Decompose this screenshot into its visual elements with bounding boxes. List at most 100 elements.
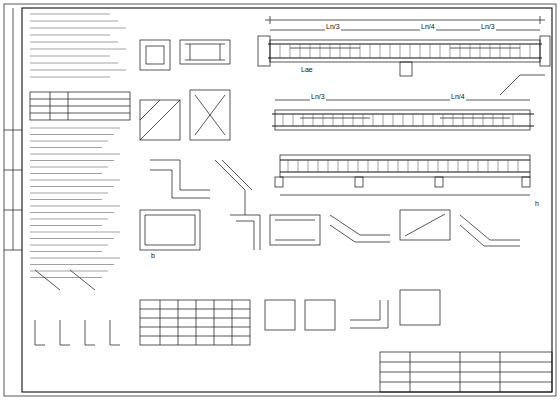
note-stroke bbox=[520, 44, 521, 58]
dimension-label: h bbox=[534, 200, 540, 208]
note-stroke bbox=[450, 44, 451, 58]
note-stroke bbox=[340, 44, 341, 58]
dimension-label: Ln/4 bbox=[420, 23, 436, 31]
note-stroke bbox=[408, 160, 409, 172]
note-stroke bbox=[440, 44, 441, 58]
note-stroke bbox=[400, 44, 401, 58]
note-stroke bbox=[338, 160, 339, 172]
dimension-label: Lae bbox=[300, 66, 314, 74]
note-stroke bbox=[508, 160, 509, 172]
note-stroke bbox=[30, 245, 108, 246]
note-stroke bbox=[328, 160, 329, 172]
note-stroke bbox=[478, 160, 479, 172]
note-stroke bbox=[30, 232, 120, 233]
note-stroke bbox=[30, 35, 110, 36]
note-stroke bbox=[463, 114, 464, 126]
note-stroke bbox=[318, 160, 319, 172]
note-stroke bbox=[530, 44, 531, 58]
note-stroke bbox=[30, 134, 114, 135]
note-stroke bbox=[30, 42, 118, 43]
note-stroke bbox=[488, 160, 489, 172]
note-stroke bbox=[368, 160, 369, 172]
note-stroke bbox=[30, 63, 118, 64]
note-stroke bbox=[308, 160, 309, 172]
dimension-label: Ln/3 bbox=[480, 23, 496, 31]
note-stroke bbox=[30, 277, 102, 278]
note-stroke bbox=[30, 56, 110, 57]
note-stroke bbox=[350, 44, 351, 58]
note-stroke bbox=[360, 44, 361, 58]
note-stroke bbox=[30, 154, 120, 155]
note-stroke bbox=[288, 160, 289, 172]
note-stroke bbox=[30, 186, 114, 187]
note-stroke bbox=[390, 44, 391, 58]
dimension-label: b bbox=[150, 252, 156, 260]
note-stroke bbox=[30, 28, 126, 29]
note-stroke bbox=[483, 114, 484, 126]
note-stroke bbox=[370, 44, 371, 58]
note-stroke bbox=[313, 114, 314, 126]
note-stroke bbox=[500, 44, 501, 58]
note-stroke bbox=[513, 114, 514, 126]
note-stroke bbox=[30, 14, 110, 15]
note-stroke bbox=[470, 44, 471, 58]
dimension-label: Ln/3 bbox=[325, 23, 341, 31]
note-stroke bbox=[30, 160, 114, 161]
note-stroke bbox=[413, 114, 414, 126]
note-stroke bbox=[30, 258, 120, 259]
note-stroke bbox=[503, 114, 504, 126]
note-stroke bbox=[493, 114, 494, 126]
note-stroke bbox=[30, 147, 102, 148]
note-stroke bbox=[403, 114, 404, 126]
note-stroke bbox=[420, 44, 421, 58]
note-stroke bbox=[358, 160, 359, 172]
note-stroke bbox=[393, 114, 394, 126]
note-stroke bbox=[30, 251, 102, 252]
note-stroke bbox=[320, 44, 321, 58]
note-stroke bbox=[423, 114, 424, 126]
note-stroke bbox=[30, 21, 118, 22]
note-stroke bbox=[293, 114, 294, 126]
note-stroke bbox=[283, 114, 284, 126]
note-stroke bbox=[410, 44, 411, 58]
note-stroke bbox=[30, 271, 108, 272]
note-stroke bbox=[378, 160, 379, 172]
note-stroke bbox=[30, 180, 120, 181]
note-stroke bbox=[518, 160, 519, 172]
note-stroke bbox=[343, 114, 344, 126]
note-stroke bbox=[300, 44, 301, 58]
note-stroke bbox=[30, 173, 102, 174]
note-stroke bbox=[30, 128, 120, 129]
note-stroke bbox=[380, 44, 381, 58]
note-stroke bbox=[330, 44, 331, 58]
note-stroke bbox=[448, 160, 449, 172]
note-stroke bbox=[30, 206, 120, 207]
note-stroke bbox=[438, 160, 439, 172]
note-stroke bbox=[30, 49, 126, 50]
note-stroke bbox=[30, 70, 126, 71]
note-stroke bbox=[498, 160, 499, 172]
note-stroke bbox=[348, 160, 349, 172]
note-stroke bbox=[490, 44, 491, 58]
note-stroke bbox=[310, 44, 311, 58]
note-stroke bbox=[428, 160, 429, 172]
note-stroke bbox=[473, 114, 474, 126]
note-stroke bbox=[30, 193, 108, 194]
note-stroke bbox=[303, 114, 304, 126]
note-stroke bbox=[30, 225, 102, 226]
note-stroke bbox=[433, 114, 434, 126]
dimension-label: Ln/4 bbox=[450, 93, 466, 101]
note-stroke bbox=[30, 212, 114, 213]
note-stroke bbox=[363, 114, 364, 126]
note-stroke bbox=[373, 114, 374, 126]
note-stroke bbox=[30, 219, 108, 220]
note-stroke bbox=[290, 44, 291, 58]
note-stroke bbox=[443, 114, 444, 126]
note-stroke bbox=[30, 141, 108, 142]
note-stroke bbox=[453, 114, 454, 126]
note-stroke bbox=[30, 264, 114, 265]
note-stroke bbox=[388, 160, 389, 172]
note-stroke bbox=[30, 238, 114, 239]
